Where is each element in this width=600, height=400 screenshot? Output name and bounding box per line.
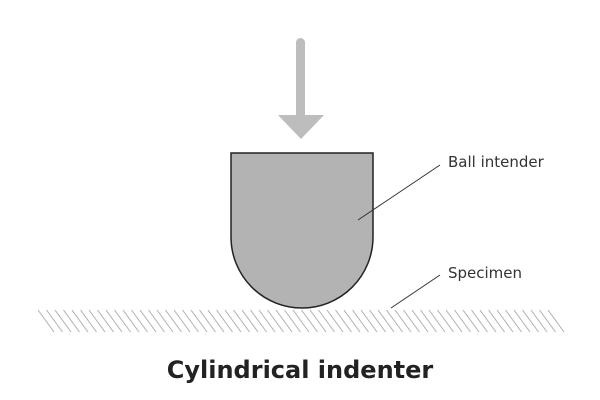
hatch-line bbox=[496, 309, 514, 333]
hatch-line bbox=[352, 309, 369, 333]
ball-indenter-shape bbox=[230, 152, 374, 309]
hatch-line bbox=[505, 309, 522, 333]
hatch-line bbox=[301, 309, 318, 333]
hatch-line bbox=[394, 309, 412, 333]
hatch-line bbox=[114, 309, 131, 333]
hatch-line bbox=[488, 309, 505, 333]
hatch-line bbox=[63, 309, 80, 333]
hatch-line bbox=[139, 309, 157, 333]
hatch-line bbox=[522, 309, 539, 333]
hatch-line bbox=[547, 309, 565, 333]
hatch-line bbox=[479, 309, 497, 333]
hatch-line bbox=[207, 309, 225, 333]
hatch-line bbox=[88, 309, 106, 333]
hatch-line bbox=[148, 309, 165, 333]
hatch-line bbox=[428, 309, 446, 333]
hatch-line bbox=[437, 309, 454, 333]
hatch-line bbox=[420, 309, 437, 333]
hatch-line bbox=[122, 309, 140, 333]
ball-intender-label: Ball intender bbox=[448, 153, 545, 171]
specimen-surface bbox=[37, 309, 565, 333]
hatch-line bbox=[37, 309, 55, 333]
hatch-line bbox=[539, 309, 556, 333]
hatch-line bbox=[462, 309, 480, 333]
hatch-line bbox=[471, 309, 488, 333]
specimen-leader-line bbox=[390, 274, 441, 309]
hatch-line bbox=[411, 309, 429, 333]
hatch-line bbox=[318, 309, 335, 333]
down-arrow-icon bbox=[278, 38, 324, 139]
hatch-line bbox=[335, 309, 352, 333]
hatch-line bbox=[80, 309, 97, 333]
hatch-line bbox=[369, 309, 386, 333]
hatch-line bbox=[216, 309, 233, 333]
hatch-line bbox=[275, 309, 293, 333]
specimen-label: Specimen bbox=[448, 264, 522, 282]
hatch-line bbox=[403, 309, 420, 333]
hatch-line bbox=[250, 309, 267, 333]
hatch-line bbox=[131, 309, 148, 333]
hatch-line bbox=[284, 309, 301, 333]
hatch-line bbox=[182, 309, 199, 333]
hatch-line bbox=[241, 309, 259, 333]
diagram-caption: Cylindrical indenter bbox=[167, 356, 434, 384]
hatch-line bbox=[445, 309, 463, 333]
hatch-line bbox=[530, 309, 548, 333]
hatch-line bbox=[377, 309, 395, 333]
hatch-line bbox=[258, 309, 276, 333]
ball-intender-leader-line bbox=[357, 164, 441, 221]
hatch-line bbox=[309, 309, 327, 333]
hatch-line bbox=[386, 309, 403, 333]
hatch-line bbox=[513, 309, 531, 333]
hatch-line bbox=[46, 309, 63, 333]
hatch-line bbox=[54, 309, 72, 333]
hatch-line bbox=[71, 309, 89, 333]
hatch-line bbox=[105, 309, 123, 333]
hatch-line bbox=[454, 309, 471, 333]
hatch-line bbox=[326, 309, 344, 333]
hatch-line bbox=[360, 309, 378, 333]
hatch-line bbox=[165, 309, 182, 333]
hatch-line bbox=[292, 309, 310, 333]
hatch-line bbox=[190, 309, 208, 333]
hatch-line bbox=[267, 309, 284, 333]
hatch-line bbox=[97, 309, 114, 333]
hatch-line bbox=[224, 309, 242, 333]
hatch-line bbox=[343, 309, 361, 333]
hatch-line bbox=[156, 309, 174, 333]
hatch-line bbox=[173, 309, 191, 333]
hatch-line bbox=[199, 309, 216, 333]
hatch-line bbox=[233, 309, 250, 333]
